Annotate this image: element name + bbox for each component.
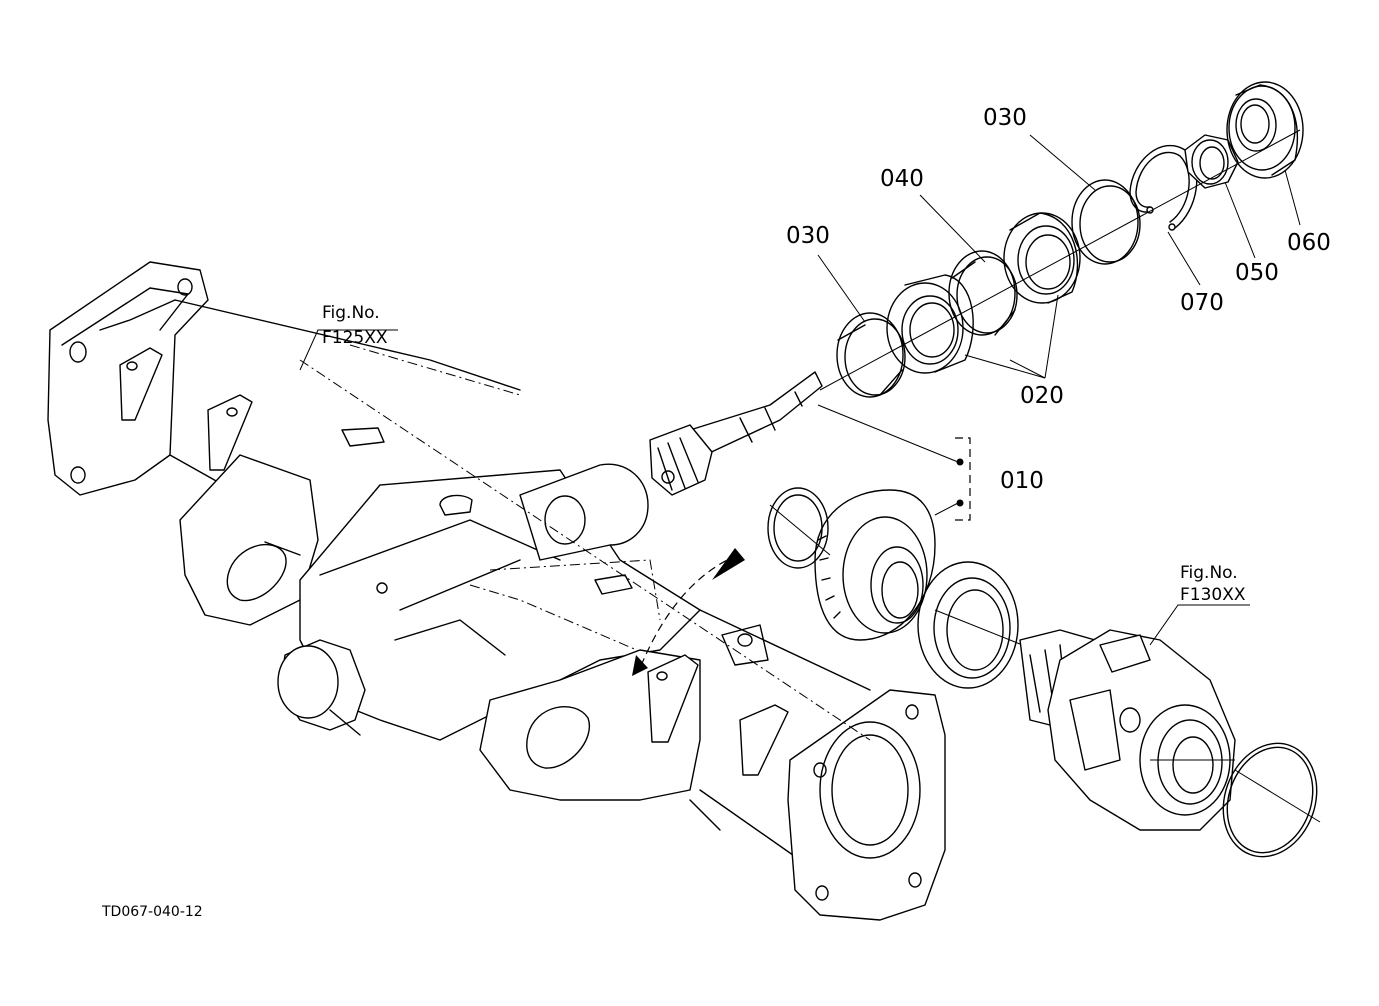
fig-ref-f130-line1: Fig.No. [1180,563,1238,583]
label-070: 070 [1180,290,1224,316]
label-040: 040 [880,166,924,192]
ring-gear [814,489,936,641]
fig-ref-f125-line1: Fig.No. [322,303,380,323]
leader-lines [299,134,1301,646]
label-030-upper: 030 [983,105,1027,131]
differential-assembly [1019,629,1236,831]
pinion-shaft [649,371,959,496]
label-030-lower: 030 [786,223,830,249]
fig-ref-f125: Fig.No. F125XX [322,303,388,348]
label-060: 060 [1287,230,1331,256]
oil-seal-060 [1226,81,1304,179]
axle-housing [47,261,946,921]
fig-ref-f130-line2: F130XX [1180,585,1246,605]
shim-030-upper [1071,179,1141,265]
differential-bearing [917,561,1036,689]
bearing-020-upper [1003,212,1081,304]
snap-ring-left [767,487,831,569]
nut-050 [1184,134,1239,189]
snap-ring-070 [1129,144,1198,231]
document-code: TD067-040-12 [101,904,203,920]
o-ring-right [1222,742,1321,858]
fig-ref-f125-line2: F125XX [322,328,388,348]
label-050: 050 [1235,260,1279,286]
shim-030-lower [836,312,906,398]
shaft-axis-line [819,129,1301,391]
part-labels: 010 020 030 030 040 050 060 070 [786,105,1331,494]
label-010: 010 [1000,468,1044,494]
fig-ref-f130: Fig.No. F130XX [1180,563,1246,605]
spacer-040 [948,250,1018,336]
assembly-arrow [632,548,745,676]
label-020: 020 [1020,383,1064,409]
